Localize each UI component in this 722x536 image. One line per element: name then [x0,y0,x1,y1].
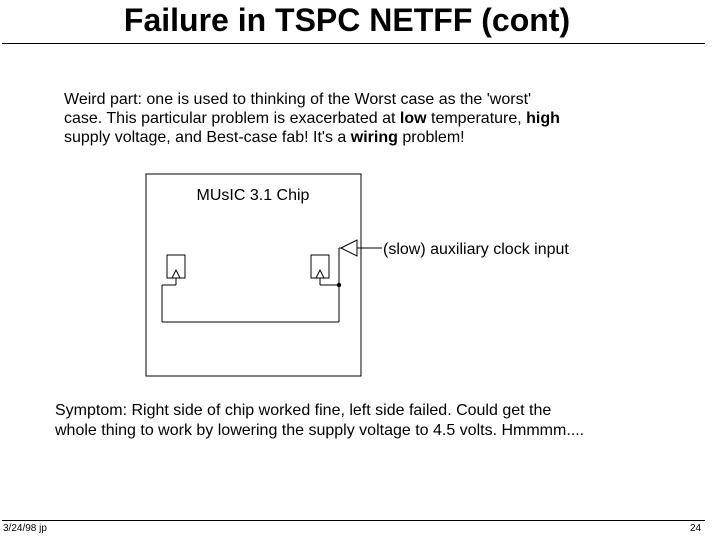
footer-page-number: 24 [690,523,702,534]
intro-line-3-start: supply voltage, and Best-case fab! It's … [64,129,351,146]
right-flip-flop [310,254,330,279]
left-flip-flop [166,254,186,279]
chip-label: MUsIC 3.1 Chip [197,187,310,204]
intro-line-2-mid: temperature, [426,110,527,127]
intro-line-1: Weird part: one is used to thinking of t… [64,91,532,108]
title-divider [2,43,705,44]
clock-junction-dot [336,282,342,288]
intro-line-2-start: case. This particular problem is exacerb… [64,110,400,127]
right-clock-marker-icon [315,268,325,279]
slide-title: Failure in TSPC NETFF (cont) [123,2,571,38]
symptom-paragraph: Symptom: Right side of chip worked fine,… [55,401,695,441]
intro-line-3-end: problem! [397,129,465,146]
footer-date-author: 3/24/98 jp [3,523,47,534]
intro-emphasis-high: high [526,110,560,127]
symptom-line-1: Symptom: Right side of chip worked fine,… [55,402,552,419]
chip-outline [145,173,362,377]
intro-emphasis-low: low [399,110,427,127]
clock-buffer-icon [339,239,358,257]
intro-paragraph: Weird part: one is used to thinking of t… [64,90,664,147]
symptom-line-2: whole thing to work by lowering the supp… [55,422,585,439]
intro-emphasis-wiring: wiring [350,129,398,146]
clock-input-label: (slow) auxiliary clock input [383,241,569,258]
footer-divider [2,520,705,521]
left-clock-marker-icon [171,268,181,279]
